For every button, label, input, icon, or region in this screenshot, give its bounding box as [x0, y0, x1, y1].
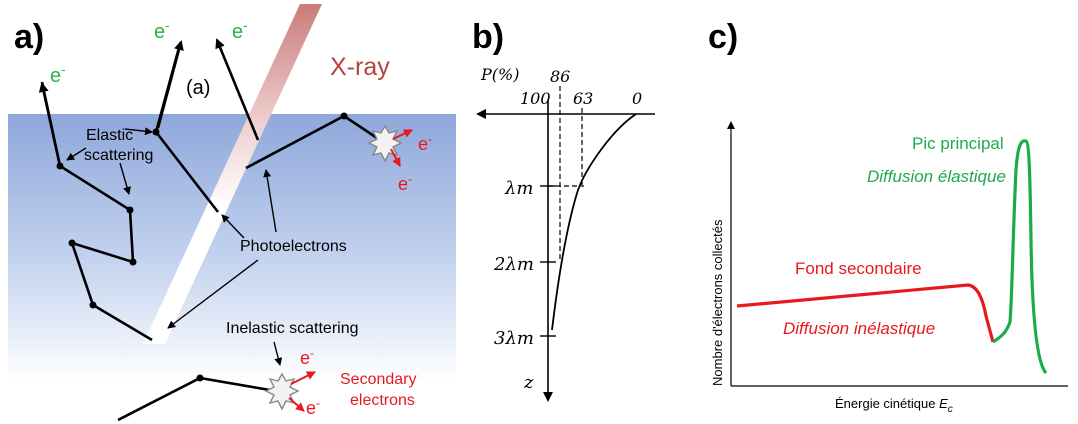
scatter-point: [129, 258, 137, 266]
peak-label: Pic principal: [912, 134, 1004, 153]
scatter-point: [68, 239, 76, 247]
panel-a-label: a): [14, 18, 44, 56]
photoelectron-path-bottom: [117, 376, 271, 422]
main-peak-curve: [992, 139, 1048, 375]
secondary-electron-arrow: [390, 148, 401, 167]
annotation-arrow: [221, 214, 245, 239]
photoelectrons-label: Photoelectrons: [240, 238, 347, 255]
x-axis-label: Énergie cinétique Ec: [835, 396, 953, 415]
depth-tick-label: 3λm: [494, 328, 534, 349]
xray-beam: [143, 4, 322, 344]
annotation-arrow: [66, 147, 87, 161]
depth-axis-label: z: [523, 372, 534, 393]
scatter-point: [56, 162, 64, 170]
tick-label-100: 100: [520, 89, 551, 108]
starburst-icon: [264, 372, 300, 411]
panel-a: a) X-ray e- e- (a) e- e- e-: [8, 4, 456, 422]
annotation-arrow: [124, 127, 153, 136]
secondary-electron-arrow: [392, 129, 413, 140]
panel-b: b) P(%) 86 100 63 0 λm 2λm 3λm z: [472, 18, 655, 402]
secondary-electron-label: e-: [306, 396, 320, 418]
electron-label-right: e-: [232, 18, 247, 43]
annotation-arrow: [167, 259, 259, 329]
electron-label-left: e-: [50, 62, 65, 87]
elastic-scattering-label: Elastic: [86, 127, 133, 144]
secondary-background-curve: [736, 283, 995, 343]
panel-c-label: c): [708, 18, 738, 56]
y-axis-label: Nombre d'électrons collectés: [710, 219, 725, 386]
escaping-electron-arrow-middle: [156, 40, 184, 129]
path-label-a: (a): [186, 77, 210, 99]
inelastic-scattering-label: Inelastic scattering: [226, 320, 359, 337]
electron-label-middle: e-: [154, 18, 169, 43]
peak-sublabel: Diffusion élastique: [867, 167, 1006, 186]
depth-tick-label: λm: [504, 178, 533, 199]
annotation-arrow: [263, 169, 277, 233]
attenuation-curve: [551, 113, 637, 331]
secondary-electrons-label: electrons: [350, 392, 415, 409]
escaping-electron-arrow-right: [215, 38, 260, 141]
scatter-point: [126, 206, 134, 214]
secondary-electron-label: e-: [300, 346, 314, 368]
tick-label-63: 63: [573, 89, 593, 108]
annotation-arrow: [273, 341, 283, 366]
annotation-arrow: [119, 162, 131, 195]
probability-axis-label: P(%): [480, 65, 519, 84]
depth-tick-label: 2λm: [493, 254, 534, 275]
secondary-electrons-label: Secondary: [340, 371, 417, 388]
secondary-electron-arrow: [288, 397, 305, 412]
scatter-point: [89, 301, 97, 309]
secondary-electron-label: e-: [398, 172, 412, 194]
panel-c: c) Nombre d'électrons collectés Énergie …: [708, 18, 1068, 415]
escaping-electron-arrow-left: [38, 82, 62, 167]
background-label: Fond secondaire: [795, 259, 922, 278]
panel-b-label: b): [472, 18, 504, 56]
secondary-electron-label: e-: [418, 132, 432, 154]
background-sublabel: Diffusion inélastique: [783, 319, 935, 338]
scatter-point: [152, 128, 160, 136]
tick-label-86: 86: [550, 67, 570, 86]
tick-label-0: 0: [632, 89, 642, 108]
elastic-scattering-label: scattering: [84, 147, 153, 164]
secondary-electron-arrow: [290, 371, 316, 385]
xray-label: X-ray: [330, 53, 390, 81]
scatter-point: [340, 112, 348, 120]
scatter-point: [196, 374, 204, 382]
